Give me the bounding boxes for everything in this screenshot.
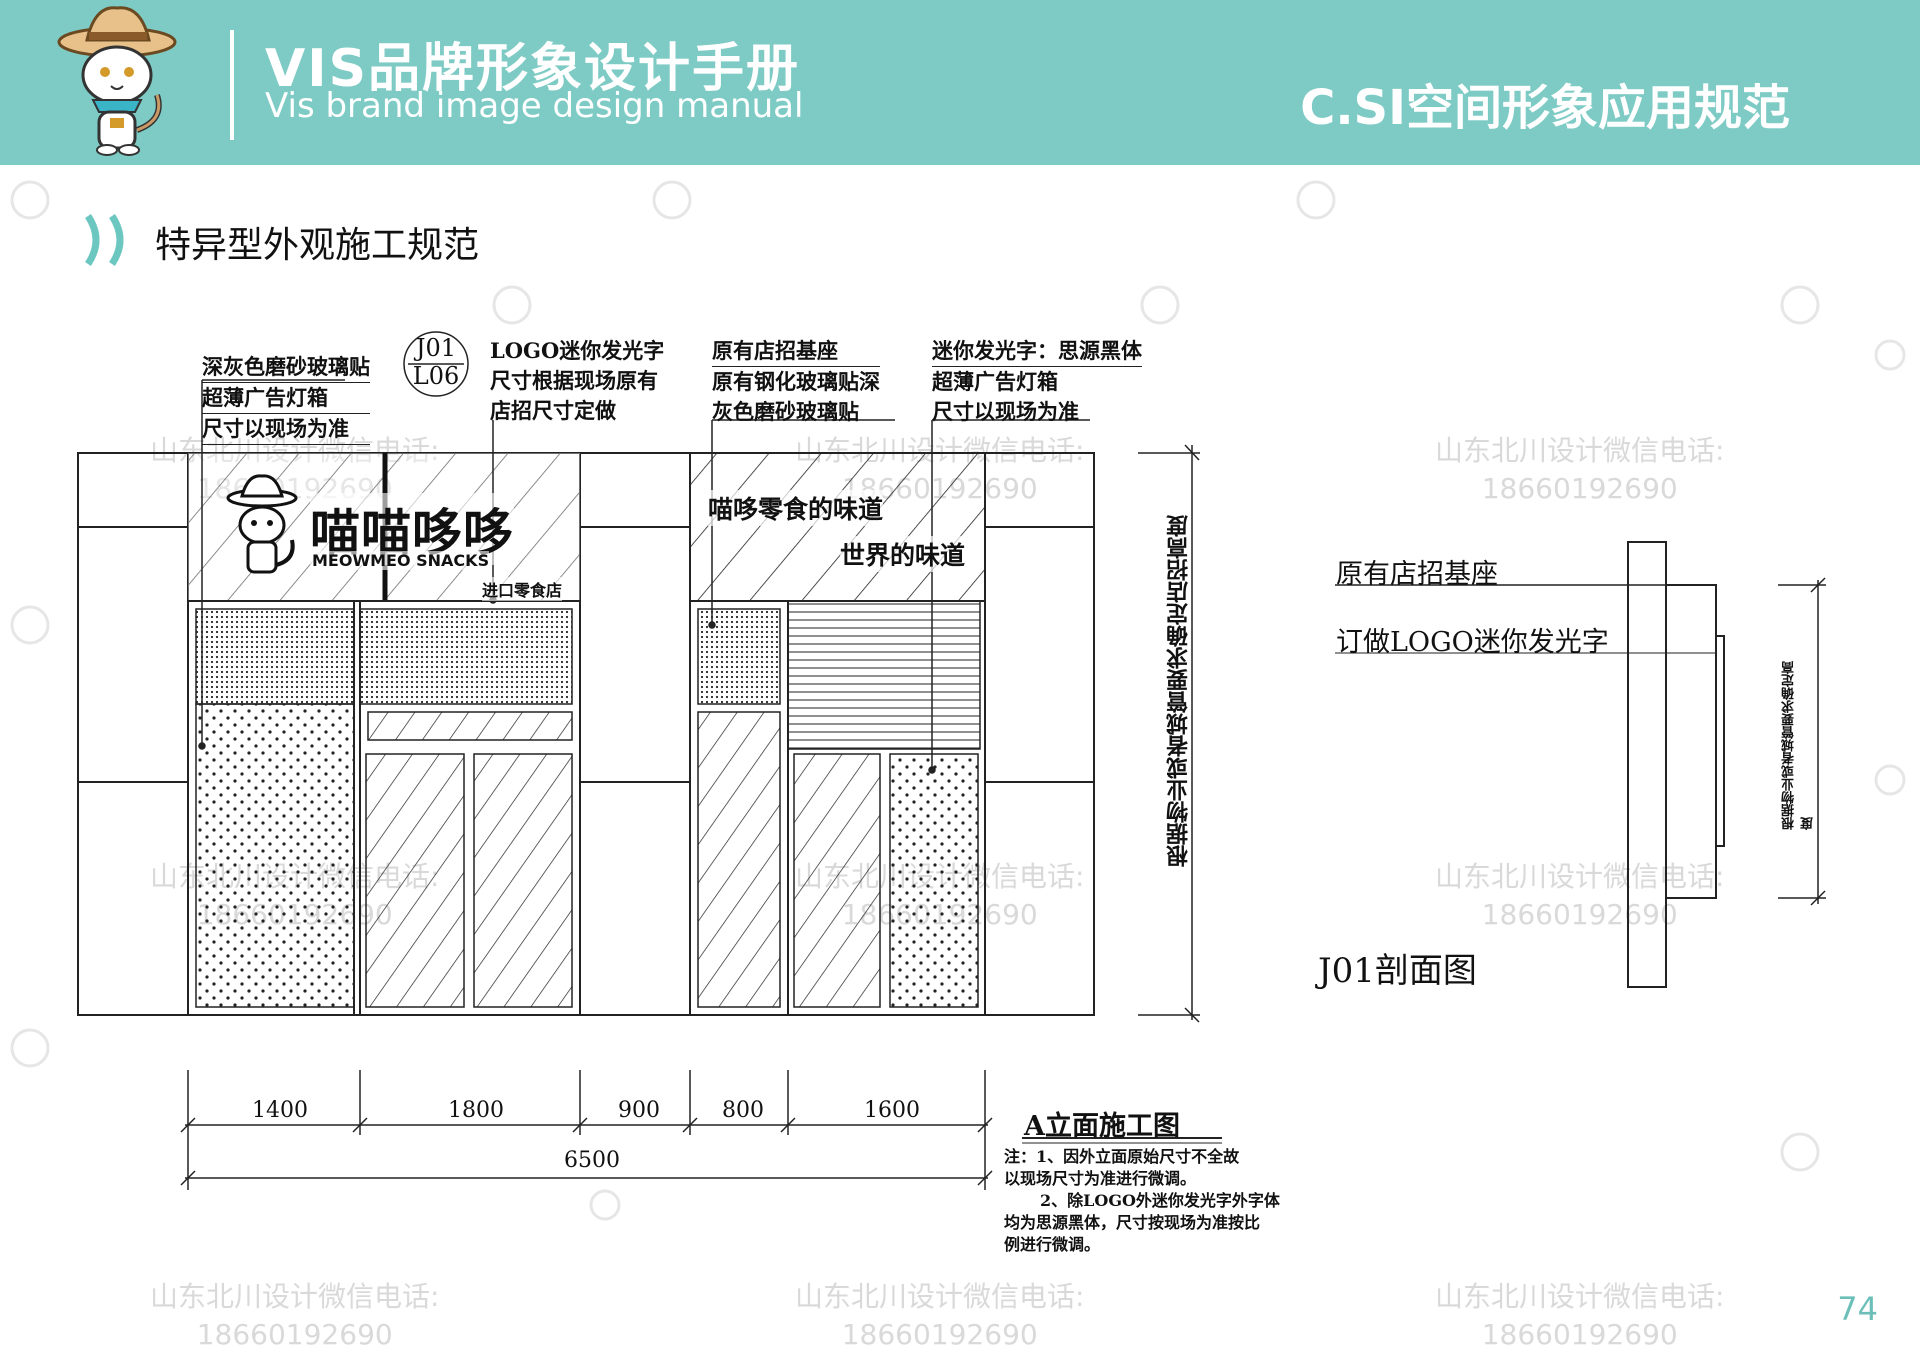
page-heading: 特异型外观施工规范 xyxy=(155,225,480,266)
sign-brand-english: MEOWMEO SNACKS xyxy=(312,551,490,570)
brand-subtitle: Vis brand image design manual xyxy=(265,86,804,126)
dim-4: 800 xyxy=(722,1098,764,1123)
dim-2: 1800 xyxy=(448,1098,504,1123)
watermark: 山东北川设计微信电话:18660192690 xyxy=(1435,1280,1725,1351)
dim-3: 900 xyxy=(618,1098,660,1123)
header-divider xyxy=(230,30,234,140)
sign-slogan-2: 世界的味道 xyxy=(840,536,966,572)
watermark: 山东北川设计微信电话:18660192690 xyxy=(150,1280,440,1351)
header-banner: VIS品牌形象设计手册 Vis brand image design manua… xyxy=(0,0,1920,165)
elevation-title: A立面施工图 xyxy=(1024,1111,1180,1142)
sign-cat-logo xyxy=(226,474,298,574)
watermark: 山东北川设计微信电话:18660192690 xyxy=(795,1280,1085,1351)
sign-slogan-1: 喵哆零食的味道 xyxy=(708,490,884,526)
callout-mini-light: 迷你发光字：思源黑体 超薄广告灯箱 尺寸以现场为准 xyxy=(932,338,1142,424)
watermark: 山东北川设计微信电话:18660192690 xyxy=(1435,434,1725,505)
page-number: 74 xyxy=(1837,1290,1878,1328)
height-note: 根据物业或者城管要求确定店招高度 xyxy=(1166,515,1192,867)
section-light-label: 订做LOGO迷你发光字 xyxy=(1336,627,1609,658)
section-title: C.SI空间形象应用规范 xyxy=(1300,80,1790,136)
dim-1: 1400 xyxy=(252,1098,308,1123)
section-title: J01剖面图 xyxy=(1318,951,1477,991)
dim-total: 6500 xyxy=(564,1148,620,1173)
construction-notes: 注：1、因外立面原始尺寸不全故 以现场尺寸为准进行微调。 2、除LOGO外迷你发… xyxy=(1004,1147,1280,1254)
callout-glass-box: 深灰色磨砂玻璃贴 超薄广告灯箱 尺寸以现场为准 xyxy=(202,352,370,445)
section-base-label: 原有店招基座 xyxy=(1336,559,1498,590)
dim-5: 1600 xyxy=(864,1098,920,1123)
cat-mascot-logo xyxy=(57,6,177,156)
watermark: 山东北川设计微信电话:18660192690 xyxy=(1435,860,1725,931)
callout-base: 原有店招基座 原有钢化玻璃贴深 灰色磨砂玻璃贴 xyxy=(712,338,880,424)
section-height-note: 根据物业或者城管要求确定高度 xyxy=(1782,661,1816,830)
double-chevron-icon xyxy=(85,214,124,266)
brand-title: VIS品牌形象设计手册 xyxy=(265,39,801,99)
callout-logo-light: LOGO迷你发光字 尺寸根据现场原有 店招尺寸定做 xyxy=(490,338,665,423)
sign-shop-type: 进口零食店 xyxy=(482,577,563,601)
j01-tag: J01 L06 xyxy=(412,334,460,390)
